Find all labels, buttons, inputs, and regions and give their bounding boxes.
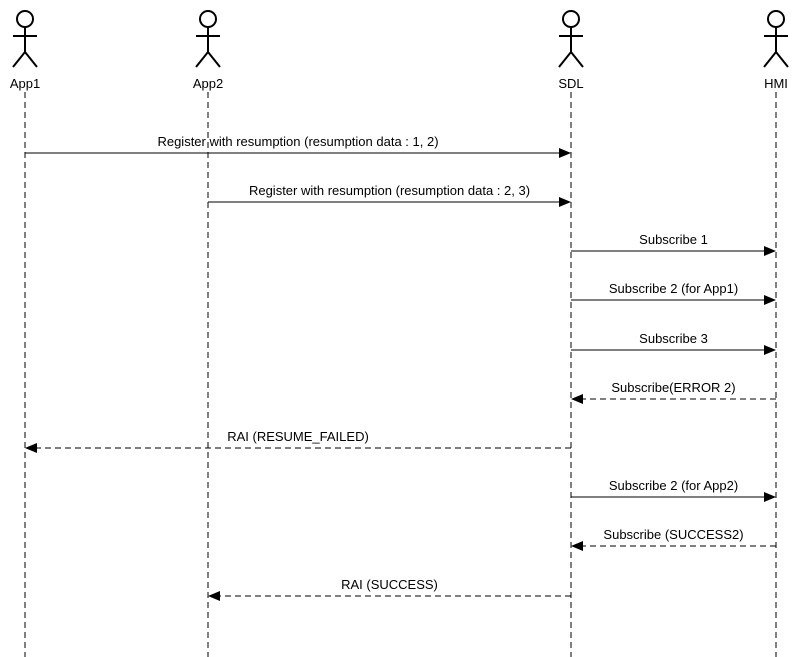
message-label: Subscribe(ERROR 2) xyxy=(611,380,735,395)
message-label: Subscribe 1 xyxy=(639,232,708,247)
actor-app1-label: App1 xyxy=(10,76,40,91)
message-label: Register with resumption (resumption dat… xyxy=(249,183,530,198)
message-6: Subscribe(ERROR 2) xyxy=(571,380,776,404)
message-label: RAI (SUCCESS) xyxy=(341,577,438,592)
message-label: Subscribe (SUCCESS2) xyxy=(603,527,743,542)
message-3: Subscribe 1 xyxy=(571,232,776,256)
message-10: RAI (SUCCESS) xyxy=(208,577,571,601)
message-7: RAI (RESUME_FAILED) xyxy=(25,429,571,453)
actor-hmi-label: HMI xyxy=(764,76,788,91)
actor-app2-figure xyxy=(195,10,221,68)
message-label: Subscribe 2 (for App2) xyxy=(609,478,738,493)
actor-sdl-label: SDL xyxy=(558,76,583,91)
message-label: Subscribe 2 (for App1) xyxy=(609,281,738,296)
message-5: Subscribe 3 xyxy=(571,331,776,355)
message-label: Register with resumption (resumption dat… xyxy=(157,134,438,149)
message-1: Register with resumption (resumption dat… xyxy=(25,134,571,158)
actor-app2-label: App2 xyxy=(193,76,223,91)
actor-sdl-figure xyxy=(558,10,584,68)
message-8: Subscribe 2 (for App2) xyxy=(571,478,776,502)
message-label: RAI (RESUME_FAILED) xyxy=(227,429,369,444)
message-label: Subscribe 3 xyxy=(639,331,708,346)
message-4: Subscribe 2 (for App1) xyxy=(571,281,776,305)
actor-app1-figure xyxy=(12,10,38,68)
message-9: Subscribe (SUCCESS2) xyxy=(571,527,776,551)
actor-hmi-figure xyxy=(763,10,789,68)
message-2: Register with resumption (resumption dat… xyxy=(208,183,571,207)
